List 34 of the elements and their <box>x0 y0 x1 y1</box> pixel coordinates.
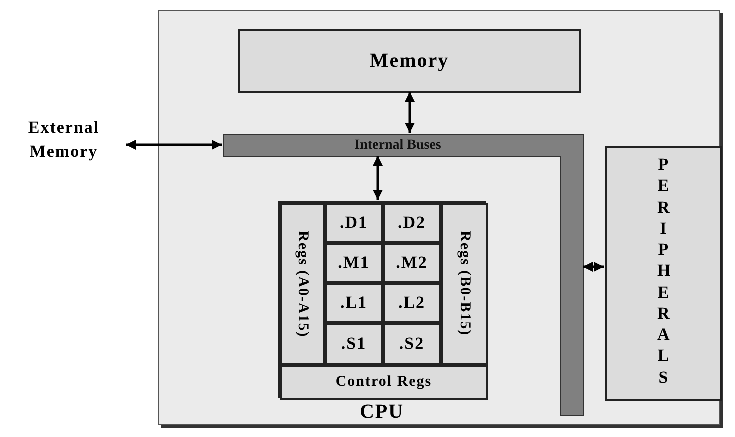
unit-box <box>280 365 488 400</box>
peripherals-box <box>605 146 722 401</box>
box-label: .M2 <box>395 252 429 274</box>
cpu-label: CPU <box>358 401 406 423</box>
unit-box <box>325 203 383 243</box>
double-arrow <box>373 156 383 200</box>
external-memory-label: External Memory <box>27 117 101 163</box>
double-arrow <box>405 92 415 133</box>
unit-box <box>383 323 441 365</box>
box-label: Regs (A0-A15) <box>294 230 312 340</box>
unit-box <box>383 283 441 323</box>
box-label: .S2 <box>398 333 426 355</box>
box-label: .S1 <box>340 333 368 355</box>
box-label: .L2 <box>397 292 427 314</box>
double-arrow <box>126 140 222 150</box>
unit-box <box>325 323 383 365</box>
register-file-box <box>280 203 325 365</box>
unit-box <box>325 283 383 323</box>
bus-label: Internal Buses <box>354 136 442 154</box>
unit-box <box>383 243 441 283</box>
register-file-box <box>441 203 488 365</box>
box-label: Memory <box>368 48 450 74</box>
box-label: .D1 <box>338 212 370 234</box>
memory-box <box>238 29 581 93</box>
box-label: Control Regs <box>334 373 434 392</box>
unit-box <box>383 203 441 243</box>
box-label: Regs (B0-B15) <box>456 230 474 339</box>
double-arrow <box>583 262 604 272</box>
box-label: .M1 <box>337 252 371 274</box>
box-label: .L1 <box>339 292 369 314</box>
chip-panel <box>158 10 720 425</box>
box-label: PERIPHERALS <box>658 154 670 388</box>
box-label: .D2 <box>396 212 428 234</box>
unit-box <box>325 243 383 283</box>
